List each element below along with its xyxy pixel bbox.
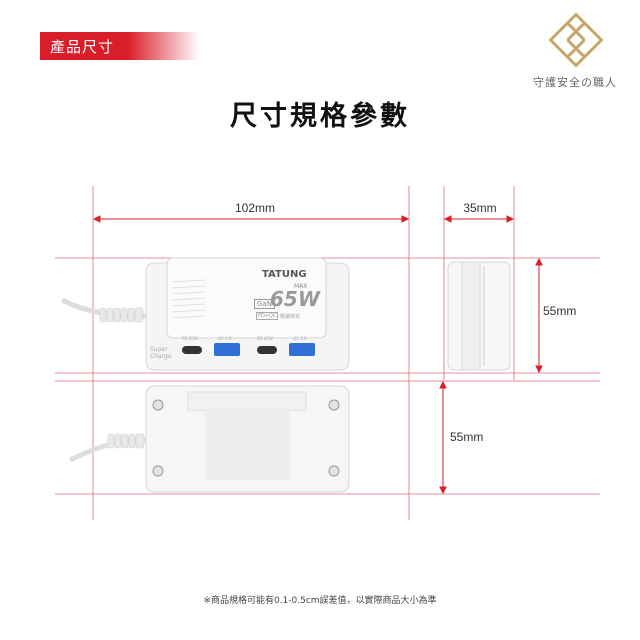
port-label-4: QC 3.0 [293, 336, 307, 341]
height-top-label: 55mm [543, 304, 577, 318]
device-back-view [68, 385, 350, 493]
height-bottom-label: 55mm [450, 430, 484, 444]
section-tag: 產品尺寸 [40, 32, 200, 60]
footnote: ※商品規格可能有0.1-0.5cm誤差值，以實際商品大小為準 [203, 596, 437, 606]
section-tag-label: 產品尺寸 [50, 38, 115, 56]
port-label-1: PD 65W [182, 336, 198, 341]
depth-label: 35mm [463, 201, 497, 215]
page-title: 尺寸規格參數 [230, 101, 410, 132]
port-label-2: QC 3.0 [218, 336, 232, 341]
fast-charge-label: 極速快充 [280, 314, 301, 320]
brand-slogan: 守護安全の職人 [533, 76, 617, 89]
brand-name: TATUNG [262, 269, 307, 280]
pd-badge: PD+QC [256, 312, 279, 320]
max-label: MAX [294, 283, 308, 290]
power-label: 65W [270, 287, 320, 311]
gan-label: GaN [254, 299, 275, 309]
side-label-charge: Charge [150, 353, 172, 360]
width-label: 102mm [234, 201, 275, 215]
device-front-view [60, 257, 350, 371]
brand-logo [548, 12, 604, 68]
side-label-super: Super [150, 346, 168, 353]
device-side-view [447, 261, 511, 371]
brand-diamond-icon [548, 12, 604, 68]
port-label-3: PD 45W [257, 336, 273, 341]
